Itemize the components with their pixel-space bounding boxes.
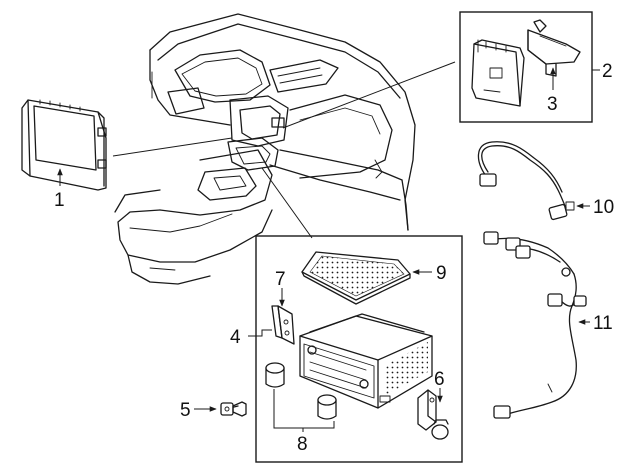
callout-1: 1 [54, 190, 65, 211]
display-unit [21, 99, 107, 191]
leader-module-to-dash [282, 61, 456, 129]
leader-8-bracket [273, 389, 335, 429]
knob-pair [265, 362, 337, 420]
callout-10: 10 [593, 197, 614, 218]
callout-11: 11 [593, 313, 613, 334]
leader-4 [248, 329, 272, 337]
callout-8: 8 [297, 434, 308, 455]
callout-9: 9 [436, 263, 447, 284]
wiring-harness-10 [477, 141, 575, 221]
control-module [471, 39, 525, 107]
callout-3: 3 [547, 94, 558, 115]
module-bracket [527, 19, 581, 77]
callout-2: 2 [602, 61, 613, 82]
callout-box-radio [255, 235, 463, 463]
dashboard-assembly [114, 13, 416, 285]
callout-5: 5 [180, 400, 191, 421]
wiring-harness-11 [483, 231, 587, 419]
callout-4: 4 [230, 327, 241, 348]
callout-box-module [459, 11, 593, 123]
mounting-grommet [431, 419, 449, 440]
radio-bracket-right [417, 389, 437, 431]
callout-6: 6 [434, 369, 445, 390]
callout-7: 7 [275, 269, 286, 290]
mounting-bolt [220, 401, 247, 417]
radio-cover-plate [301, 251, 411, 305]
radio-unit [299, 313, 433, 409]
radio-bracket-left [271, 305, 295, 345]
leader-display-to-dash [112, 137, 233, 157]
leader-radio-to-dash [261, 167, 313, 239]
